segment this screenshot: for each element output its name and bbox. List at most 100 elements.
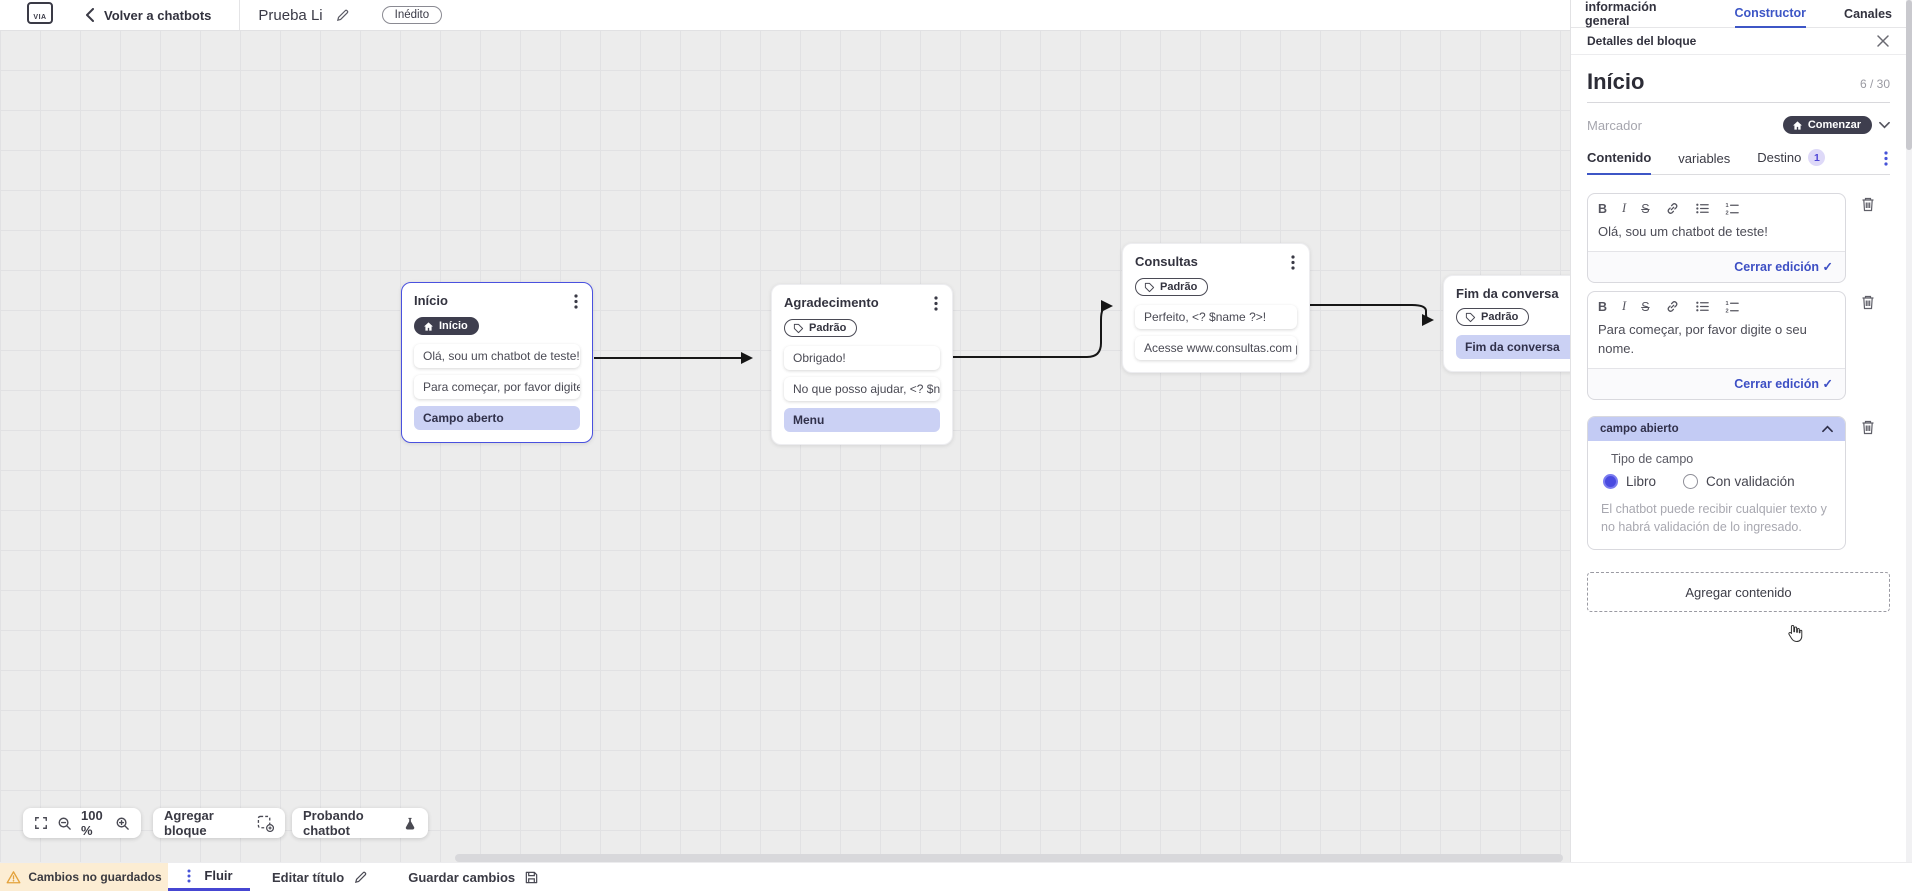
tab-canales[interactable]: Canales: [1844, 6, 1892, 21]
fullscreen-icon[interactable]: [34, 816, 48, 830]
trash-icon[interactable]: [1860, 294, 1876, 311]
zoom-toolbar: 100 %: [23, 808, 141, 838]
node-menu-item[interactable]: Menu: [784, 407, 940, 432]
panel-vertical-scrollbar[interactable]: [1906, 0, 1912, 891]
link-icon[interactable]: [1665, 299, 1680, 314]
add-block-button[interactable]: Agregar bloque: [153, 808, 285, 838]
default-marker-badge: Padrão: [784, 319, 858, 337]
bold-icon[interactable]: B: [1598, 299, 1608, 314]
canvas-horizontal-scrollbar[interactable]: [455, 854, 1563, 862]
node-title: Início: [414, 293, 448, 308]
tab-fluir[interactable]: Fluir: [168, 863, 250, 891]
flow-tab-label: Fluir: [204, 868, 233, 883]
node-content-item[interactable]: Olá, sou um chatbot de teste!: [414, 343, 580, 368]
strikethrough-icon[interactable]: S: [1641, 201, 1650, 216]
radio-libro[interactable]: Libro: [1603, 473, 1656, 489]
save-icon: [524, 870, 539, 885]
flask-icon: [403, 816, 417, 831]
field-type-description: El chatbot puede recibir cualquier texto…: [1601, 501, 1827, 535]
node-title: Fim da conversa: [1456, 286, 1559, 301]
node-title: Consultas: [1135, 254, 1198, 269]
tab-destino[interactable]: Destino 1: [1757, 149, 1826, 174]
svg-text:2: 2: [1725, 309, 1728, 314]
open-field-header[interactable]: campo abierto: [1588, 416, 1845, 441]
zoom-level: 100 %: [81, 808, 103, 838]
home-icon: [1792, 120, 1802, 130]
panel-title: Detalles del bloque: [1587, 34, 1697, 48]
marker-value-pill[interactable]: Comenzar: [1782, 116, 1872, 134]
tab-contenido[interactable]: Contenido: [1587, 150, 1652, 175]
zoom-out-icon[interactable]: [57, 816, 72, 831]
node-consultas[interactable]: Consultas Padrão Perfeito, <? $name ?>! …: [1122, 243, 1310, 373]
edit-title-button[interactable]: Editar título: [272, 863, 368, 891]
node-content-item[interactable]: Para começar, por favor digite o ...: [414, 374, 580, 399]
edit-title-label: Editar título: [272, 869, 345, 885]
destination-count-badge: 1: [1808, 149, 1826, 166]
marker-label: Marcador: [1587, 117, 1642, 133]
node-end-item[interactable]: Fim da conversa: [1456, 334, 1570, 359]
svg-text:1: 1: [1725, 203, 1728, 209]
chevron-down-icon[interactable]: [1879, 121, 1890, 129]
edit-title-pencil-icon[interactable]: [335, 8, 350, 23]
italic-icon[interactable]: I: [1622, 201, 1627, 215]
link-icon[interactable]: [1665, 201, 1680, 216]
node-menu-icon[interactable]: [1289, 254, 1297, 271]
back-to-chatbots-button[interactable]: Volver a chatbots: [85, 8, 211, 23]
node-agradecimento[interactable]: Agradecimento Padrão Obrigado! No que po…: [771, 284, 953, 445]
node-content-item[interactable]: Acesse www.consultas.com par...: [1135, 335, 1297, 360]
tab-menu-icon[interactable]: [185, 868, 193, 884]
default-marker-badge: Padrão: [1456, 308, 1530, 326]
node-content-item[interactable]: Obrigado!: [784, 345, 940, 370]
block-name-field[interactable]: Início: [1587, 69, 1645, 94]
add-content-label: Agregar contenido: [1685, 584, 1792, 600]
bullet-list-icon[interactable]: [1695, 299, 1710, 314]
pencil-icon: [353, 870, 368, 885]
default-marker-badge: Padrão: [1135, 278, 1209, 296]
message-text-field[interactable]: Para começar, por favor digite o seu nom…: [1598, 322, 1807, 356]
flow-canvas[interactable]: Início Início Olá, sou um chatbot de tes…: [0, 30, 1570, 862]
node-content-item[interactable]: Perfeito, <? $name ?>!: [1135, 304, 1297, 329]
close-edit-button[interactable]: Cerrar edición ✓: [1734, 260, 1833, 274]
close-icon[interactable]: [1876, 34, 1890, 48]
node-content-item[interactable]: No que posso ajudar, <? $name ...: [784, 376, 940, 401]
zoom-in-icon[interactable]: [115, 816, 130, 831]
panel-menu-icon[interactable]: [1882, 150, 1890, 174]
italic-icon[interactable]: I: [1622, 299, 1627, 313]
field-type-label: Tipo de campo: [1611, 451, 1694, 466]
tab-informacion-general[interactable]: información general: [1585, 0, 1657, 28]
node-fim-da-conversa[interactable]: Fim da conversa Padrão Fim da conversa: [1443, 275, 1570, 372]
svg-text:2: 2: [1725, 211, 1728, 216]
bullet-list-icon[interactable]: [1695, 201, 1710, 216]
trash-icon[interactable]: [1860, 196, 1876, 213]
close-edit-button[interactable]: Cerrar edición ✓: [1734, 376, 1833, 391]
home-icon: [424, 321, 433, 331]
start-marker-badge: Início: [414, 317, 479, 335]
open-field-card: campo abierto Tipo de campo Libro Con va…: [1587, 415, 1846, 551]
node-inicio[interactable]: Início Início Olá, sou um chatbot de tes…: [401, 282, 593, 443]
test-chatbot-button[interactable]: Probando chatbot: [292, 808, 428, 838]
connector-lines: [594, 300, 1434, 364]
bold-icon[interactable]: B: [1598, 201, 1608, 216]
trash-icon[interactable]: [1860, 419, 1876, 436]
warning-icon: [6, 870, 21, 883]
panel-top-tabs: información general Constructor Canales: [1571, 0, 1906, 28]
panel-section-tabs: Contenido variables Destino 1: [1587, 149, 1890, 175]
strikethrough-icon[interactable]: S: [1641, 299, 1650, 314]
tab-variables[interactable]: variables: [1678, 151, 1731, 166]
add-content-button[interactable]: Agregar contenido: [1587, 572, 1890, 613]
radio-con-validacion[interactable]: Con validación: [1683, 473, 1795, 489]
save-changes-button[interactable]: Guardar cambios: [408, 863, 539, 891]
tab-constructor[interactable]: Constructor: [1734, 0, 1807, 28]
node-title: Agradecimento: [784, 295, 879, 310]
test-chatbot-label: Probando chatbot: [303, 808, 364, 838]
node-menu-icon[interactable]: [932, 295, 940, 312]
message-text-field[interactable]: Olá, sou um chatbot de teste!: [1598, 224, 1768, 239]
scrollbar-thumb[interactable]: [1906, 0, 1912, 150]
node-open-field-item[interactable]: Campo aberto: [414, 405, 580, 430]
status-badge: Inédito: [381, 6, 443, 24]
tag-icon: [793, 323, 804, 333]
node-menu-icon[interactable]: [572, 293, 580, 310]
